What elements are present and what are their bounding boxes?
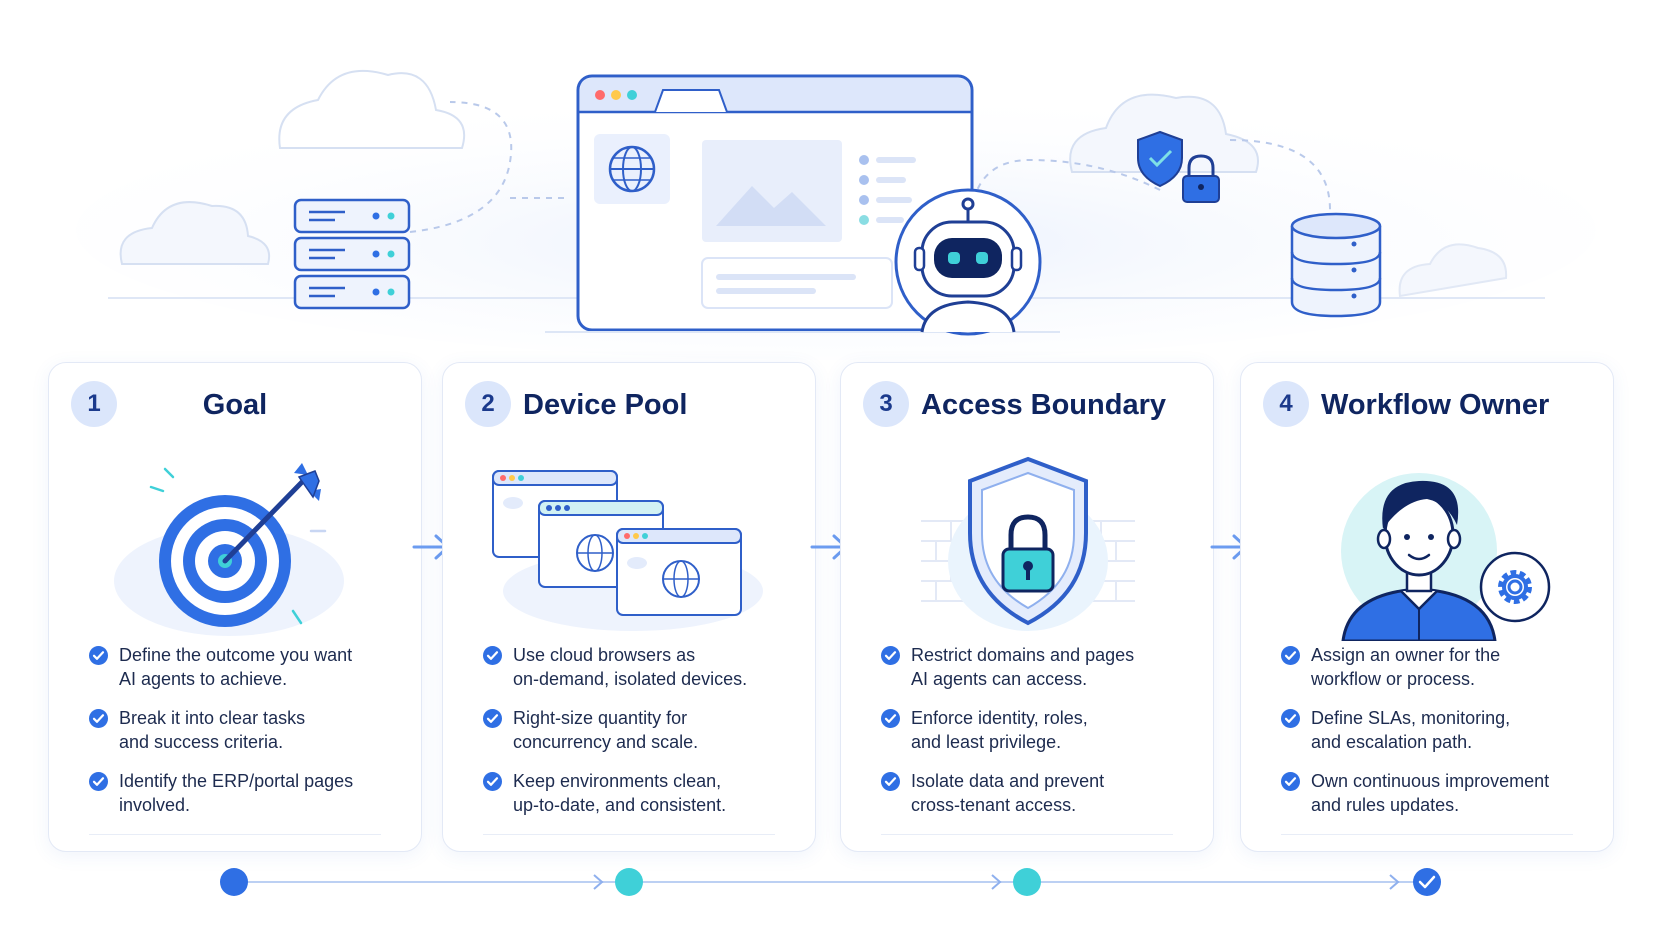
check-circle-icon: [881, 709, 900, 728]
bullet-line: cross-tenant access.: [911, 795, 1077, 815]
cloud-icon: [278, 69, 466, 149]
bullet-line: Right-size quantity for: [513, 708, 688, 728]
check-circle-icon: [881, 646, 900, 665]
bullet-list: Use cloud browsers as on-demand, isolate…: [483, 643, 801, 832]
bullet-line: Own continuous improvement: [1311, 771, 1550, 791]
bullet-list: Assign an owner for the workflow or proc…: [1281, 643, 1599, 832]
progress-timeline: [220, 868, 1441, 896]
bullet-line: and least privilege.: [911, 732, 1062, 752]
cloud-icon: [1398, 243, 1508, 298]
cloud-icon: [119, 201, 270, 265]
check-circle-icon: [483, 709, 502, 728]
bullet-line: Identify the ERP/portal pages: [119, 771, 354, 791]
step-title: Access Boundary: [921, 389, 1166, 421]
chevron-right-icon: [593, 874, 604, 890]
check-circle-icon: [1281, 646, 1300, 665]
list-item: Define SLAs, monitoring, and escalation …: [1281, 706, 1599, 754]
check-circle-icon: [483, 772, 502, 791]
check-circle-icon: [881, 772, 900, 791]
list-item: Define the outcome you want AI agents to…: [89, 643, 407, 691]
divider: [1281, 834, 1573, 835]
bullet-line: up-to-date, and consistent.: [513, 795, 727, 815]
list-item: Keep environments clean, up-to-date, and…: [483, 769, 801, 817]
timeline-node-2: [615, 868, 643, 896]
bullet-line: Define the outcome you want: [119, 645, 353, 665]
step-title: Goal: [202, 389, 268, 421]
bullet-line: and escalation path.: [1311, 732, 1473, 752]
step-title: Device Pool: [523, 389, 688, 421]
list-item: Break it into clear tasks and success cr…: [89, 706, 407, 754]
server-stack-icon: [293, 198, 411, 310]
shield-lock-icon: [921, 456, 1135, 631]
bullet-line: Keep environments clean,: [513, 771, 722, 791]
divider: [881, 834, 1173, 835]
check-circle-icon: [89, 709, 108, 728]
timeline-node-4: [1413, 868, 1441, 896]
step-card-access-boundary: 3 Access Boundary Restrict domains and p…: [840, 362, 1214, 852]
timeline-node-3: [1013, 868, 1041, 896]
check-circle-icon: [89, 646, 108, 665]
person-gear-icon: [1341, 473, 1551, 641]
step-number: 2: [465, 381, 511, 427]
security-shield-icon: [1137, 130, 1183, 188]
list-item: Restrict domains and pages AI agents can…: [881, 643, 1199, 691]
check-circle-icon: [1281, 709, 1300, 728]
hero-illustration: [76, 69, 1596, 360]
bullet-line: Isolate data and prevent: [911, 771, 1105, 791]
browser-window-icon: [545, 74, 1060, 333]
bullet-line: Assign an owner for the: [1311, 645, 1501, 665]
chevron-right-icon: [991, 874, 1002, 890]
bullet-line: workflow or process.: [1311, 669, 1476, 689]
bullet-line: on-demand, isolated devices.: [513, 669, 748, 689]
list-item: Right-size quantity for concurrency and …: [483, 706, 801, 754]
check-circle-icon: [1281, 772, 1300, 791]
step-card-workflow-owner: 4 Workflow Owner Assign an owner for the…: [1240, 362, 1614, 852]
target-icon: [114, 463, 344, 636]
divider: [483, 834, 775, 835]
list-item: Identify the ERP/portal pages involved.: [89, 769, 407, 817]
list-item: Isolate data and prevent cross-tenant ac…: [881, 769, 1199, 817]
database-icon: [1290, 212, 1382, 318]
check-circle-icon: [89, 772, 108, 791]
list-item: Assign an owner for the workflow or proc…: [1281, 643, 1599, 691]
step-title: Workflow Owner: [1321, 389, 1550, 421]
bullet-line: concurrency and scale.: [513, 732, 699, 752]
list-item: Use cloud browsers as on-demand, isolate…: [483, 643, 801, 691]
bullet-line: AI agents can access.: [911, 669, 1088, 689]
padlock-icon: [1182, 154, 1220, 203]
bullet-line: Define SLAs, monitoring,: [1311, 708, 1511, 728]
step-card-device-pool: 2 Device Pool Use: [442, 362, 816, 852]
bullet-line: involved.: [119, 795, 191, 815]
check-circle-icon: [483, 646, 502, 665]
list-item: Enforce identity, roles, and least privi…: [881, 706, 1199, 754]
step-number: 1: [71, 381, 117, 427]
step-number: 4: [1263, 381, 1309, 427]
chevron-right-icon: [1389, 874, 1400, 890]
step-card-goal: 1 Goal Define the outcome you want AI ag…: [48, 362, 422, 852]
list-item: Own continuous improvement and rules upd…: [1281, 769, 1599, 817]
bullet-line: AI agents to achieve.: [119, 669, 288, 689]
bullet-line: and success criteria.: [119, 732, 284, 752]
bullet-line: Use cloud browsers as: [513, 645, 696, 665]
robot-icon: [894, 188, 1042, 336]
bullet-line: Break it into clear tasks: [119, 708, 306, 728]
check-icon: [1418, 875, 1436, 889]
bullet-list: Define the outcome you want AI agents to…: [89, 643, 407, 832]
bullet-line: Restrict domains and pages: [911, 645, 1135, 665]
timeline-node-1: [220, 868, 248, 896]
step-number: 3: [863, 381, 909, 427]
bullet-line: and rules updates.: [1311, 795, 1460, 815]
bullet-line: Enforce identity, roles,: [911, 708, 1088, 728]
bullet-list: Restrict domains and pages AI agents can…: [881, 643, 1199, 832]
browser-windows-icon: [492, 470, 763, 631]
divider: [89, 834, 381, 835]
